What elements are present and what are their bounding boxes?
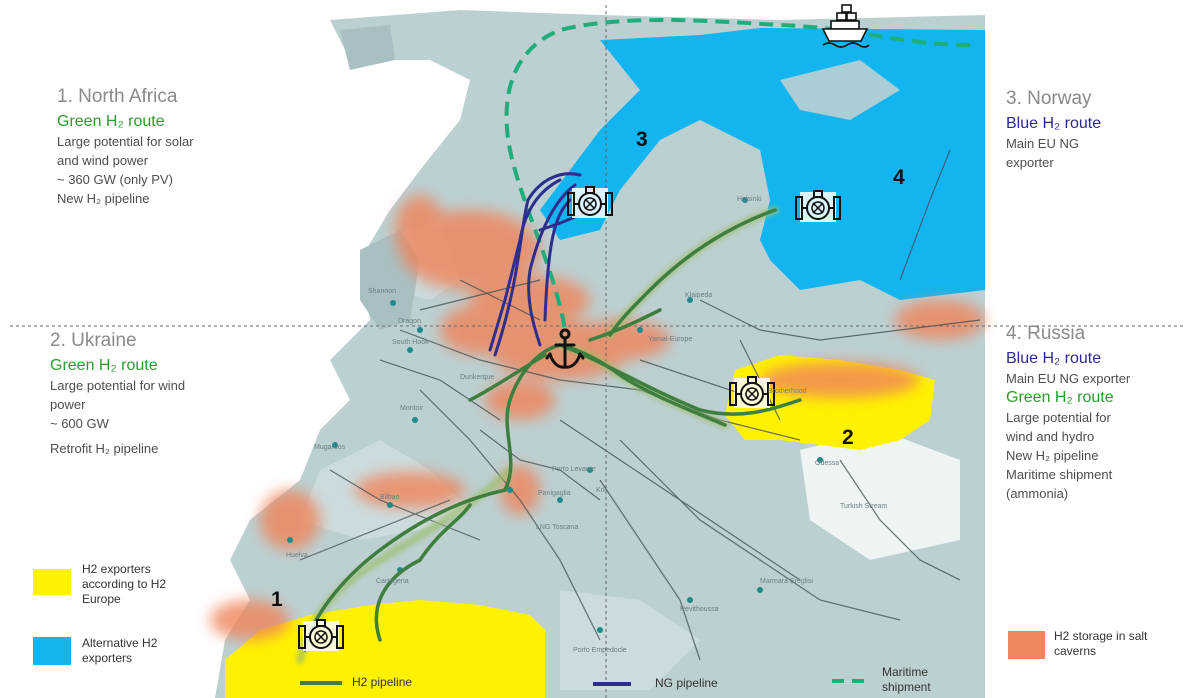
ship-icon [821,4,870,48]
map-number-4: 4 [893,166,905,189]
legend-h2-exporters: H2 exporters according to H2 Europe [82,562,167,606]
panel-title: 3. Norway [1006,88,1092,109]
route-label: Green H₂ route [50,357,158,374]
ng-pipelines [488,172,592,357]
lng-terminals [287,197,823,633]
legend-ng-pipeline: NG pipeline [655,676,718,690]
route-label-blue: Blue H₂ route [1006,350,1102,367]
city-label: Yamal-Europe [648,336,693,343]
ukraine-panel: 2. Ukraine Green H₂ route Large potentia… [50,330,280,458]
gas-network [299,149,981,661]
panel-line: Large potential for wind [50,378,186,393]
city-label: Porto Empedocle [573,647,627,654]
panel-line: ~ 360 GW (only PV) [57,172,173,187]
panel-line: Main EU NG exporter [1006,371,1131,386]
city-label: Huelva [286,552,308,559]
legend-maritime: Maritime shipment [882,665,931,694]
city-label: Shannon [368,288,397,295]
legend-storage: H2 storage in salt caverns [1054,629,1148,658]
panel-line: New H₂ pipeline [1006,448,1099,463]
panel-line: ~ 600 GW [50,416,109,431]
city-label: South Hook [392,339,429,346]
map-number-2: 2 [842,426,854,449]
city-label: Porto Levante [552,466,596,473]
panel-line: power [50,397,86,412]
legend-swatch-h2-exporters [33,569,71,595]
city-label: Klaipeda [685,292,713,299]
city-label: Dragon [398,318,421,325]
route-label: Green H₂ route [57,113,165,130]
panel-line: Maritime shipment [1006,467,1113,482]
panel-line: Main EU NG [1006,136,1079,151]
city-label: Krk [596,487,607,494]
map-number-1: 1 [271,588,283,611]
city-label: Odessa [815,460,840,467]
compressor-station-icon [795,190,841,223]
city-label: Turkish Stream [840,503,888,510]
panel-line: (ammonia) [1006,486,1069,501]
city-label: Marmara Ereglisi [760,578,813,585]
city-label: Brotherhood [768,388,807,395]
panel-line: Large potential for solar [57,134,194,149]
panel-line: New H₂ pipeline [57,191,150,206]
compressor-station-icon [567,186,613,219]
city-label: Panigaglia [538,490,571,497]
panel-line: exporter [1006,155,1054,170]
panel-line: wind and hydro [1006,429,1095,444]
route-label: Blue H₂ route [1006,115,1102,132]
city-label: Revithoussa [680,606,719,613]
panel-line: and wind power [57,153,149,168]
panel-title: 2. Ukraine [50,330,137,351]
city-label: Cartagena [376,578,409,585]
legend-swatch-alt-exporters [33,637,71,665]
panel-title: 1. North Africa [57,86,178,107]
north-africa-panel: 1. North Africa Green H₂ route Large pot… [57,86,287,208]
legend-alt-exporters: Alternative H2 exporters [82,636,158,665]
city-label: Bilbao [380,494,400,501]
legend-swatch-storage [1008,631,1045,659]
map-number-3: 3 [636,128,648,151]
city-label: LNG Toscana [536,524,579,531]
panel-title: 4. Russia [1006,323,1086,344]
compressor-station-icon [298,619,344,652]
panel-line: Large potential for [1006,410,1111,425]
city-label: Mugardos [314,444,346,451]
russia-panel: 4. Russia Blue H₂ route Main EU NG expor… [1006,323,1184,503]
route-label-green: Green H₂ route [1006,389,1114,406]
city-label: Dunkerque [460,374,495,381]
anchor-icon [545,328,585,369]
quadrant-dividers [10,5,1186,698]
panel-line: Retrofit H₂ pipeline [50,441,159,456]
city-label: Helsinki [737,196,762,203]
city-label: Montoir [400,405,424,412]
norway-panel: 3. Norway Blue H₂ route Main EU NG expor… [1006,88,1181,172]
legend-h2-pipeline: H2 pipeline [352,675,413,689]
